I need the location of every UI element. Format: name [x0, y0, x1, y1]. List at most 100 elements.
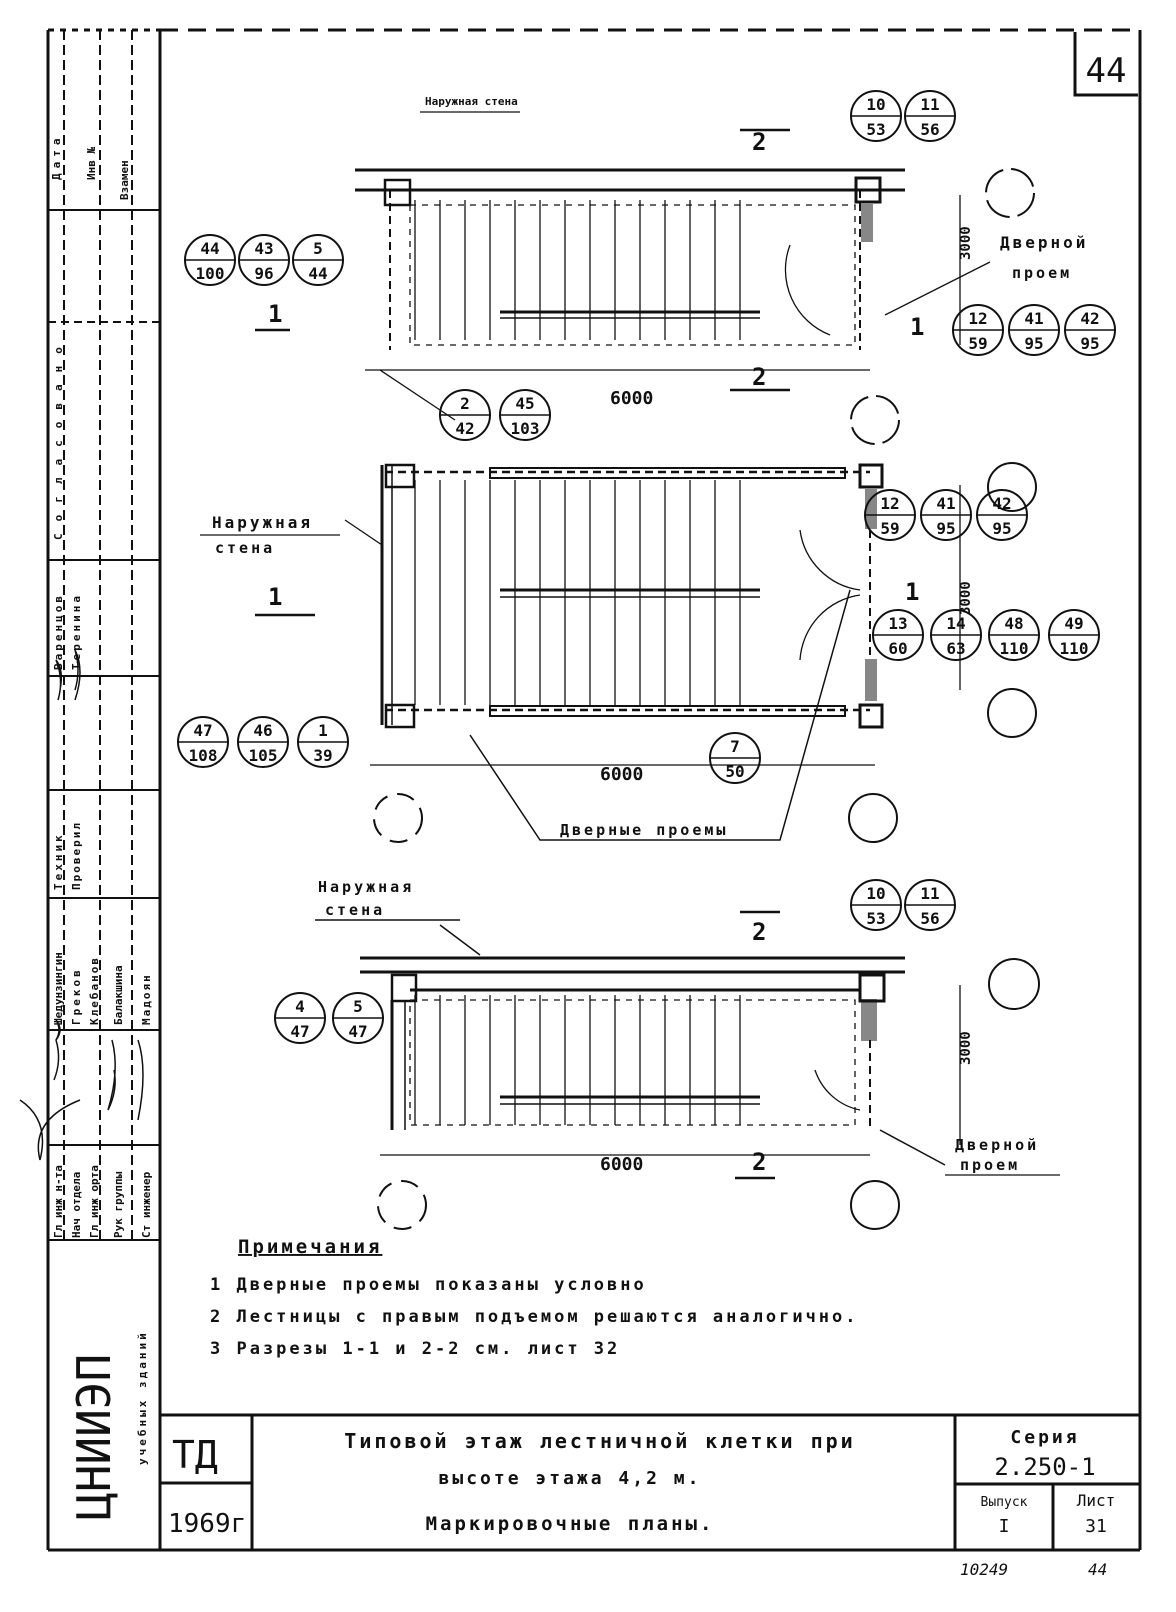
- marker-bottom: 95: [1024, 334, 1043, 353]
- marker-bottom: 42: [455, 419, 474, 438]
- marker-bottom: 110: [1000, 639, 1029, 658]
- label-doors-mid: Дверные проемы: [560, 821, 728, 839]
- section-marks: [255, 128, 790, 1180]
- org-name: ЦНИИЭП: [67, 1354, 121, 1520]
- margin-date: Дата: [50, 134, 63, 181]
- margin-role-5: Ст инженер: [140, 1171, 153, 1238]
- dim-3000-2: 3000: [958, 581, 974, 615]
- marker-top: 46: [253, 721, 272, 740]
- signatures: [19, 649, 144, 1161]
- label-door-1-a: Дверной: [1000, 233, 1088, 252]
- marker-top: 12: [968, 309, 987, 328]
- plan-2-steps: [414, 480, 741, 705]
- marker-bottom: 95: [992, 519, 1011, 538]
- marker-bottom: 60: [888, 639, 907, 658]
- dim-3000-1: 3000: [958, 226, 974, 260]
- marker-bottom: 56: [920, 909, 939, 928]
- margin-name-4: Балакшина: [112, 965, 125, 1025]
- marker-top: 1: [318, 721, 328, 740]
- marker-top: 7: [730, 737, 740, 756]
- margin-name-3: Клебанов: [88, 956, 101, 1025]
- marker-bottom: 103: [511, 419, 540, 438]
- label-outer-wall-mid-a: Наружная: [212, 513, 313, 532]
- title-line-3: Маркировочные планы.: [426, 1513, 715, 1535]
- margin-role-4: Рук группы: [112, 1171, 125, 1238]
- footer-left: 10249: [960, 1560, 1008, 1579]
- marker-bottom: 59: [968, 334, 987, 353]
- marker-top: 48: [1004, 614, 1023, 633]
- marker: 139: [297, 716, 349, 768]
- margin-role-2: Нач отдела: [70, 1172, 83, 1238]
- marker-top: 2: [460, 394, 470, 413]
- label-door-3-a: Дверной: [955, 1136, 1039, 1154]
- margin-check-1: Техник: [52, 832, 65, 890]
- dim-3000-3: 3000: [958, 1031, 974, 1065]
- plan-1-steps: [414, 200, 741, 340]
- org-sub: учебных зданий: [136, 1330, 149, 1465]
- marker-top: 14: [946, 614, 965, 633]
- label-outer-wall-top: Наружная стена: [425, 95, 518, 108]
- marker: 242: [439, 389, 491, 441]
- leader-lines: [200, 111, 1060, 1176]
- marker-top: 47: [193, 721, 212, 740]
- marker: 750: [709, 732, 761, 784]
- issue-label: Выпуск: [981, 1495, 1028, 1510]
- sheet-label: Лист: [1077, 1491, 1116, 1510]
- section-2-bot-3: 2: [752, 1148, 766, 1176]
- margin-inv: Инв №: [85, 147, 98, 180]
- marker-bottom: 105: [249, 746, 278, 765]
- margin-name-2: Греков: [70, 967, 83, 1025]
- marker-bottom: 50: [725, 762, 744, 781]
- series-label: Серия: [1010, 1427, 1079, 1448]
- plan-3: [315, 919, 946, 1166]
- marker-circles: 1053115644100439654412594195429524245103…: [177, 90, 1116, 1044]
- marker-bottom: 39: [313, 746, 332, 765]
- marker-top: 10: [866, 884, 885, 903]
- section-2-top-3: 2: [752, 918, 766, 946]
- marker-top: 43: [254, 239, 273, 258]
- td-mark: ТД: [172, 1433, 218, 1477]
- marker-top: 41: [1024, 309, 1043, 328]
- marker-bottom: 96: [254, 264, 273, 283]
- year: 1969г: [168, 1509, 246, 1539]
- sheet-value: 31: [1085, 1516, 1107, 1537]
- dim-6000-3: 6000: [600, 1154, 643, 1175]
- marker-top: 45: [515, 394, 534, 413]
- marker-bottom: 63: [946, 639, 965, 658]
- marker-bottom: 53: [866, 909, 885, 928]
- left-margin: [48, 30, 160, 1241]
- marker-top: 5: [353, 997, 363, 1016]
- dim-6000-1: 6000: [610, 388, 653, 409]
- plan-1: [355, 168, 905, 371]
- left-margin-text: Дата Инв № Взамен Согласовано Варенцов Т…: [50, 134, 153, 1239]
- marker-top: 12: [880, 494, 899, 513]
- margin-name-5: Мадоян: [140, 973, 153, 1025]
- marker-bottom: 95: [936, 519, 955, 538]
- marker: 447: [274, 992, 326, 1044]
- marker-top: 11: [920, 884, 939, 903]
- section-2-top-1: 2: [752, 128, 766, 156]
- label-outer-wall-mid-b: стена: [215, 539, 275, 557]
- marker: 544: [292, 234, 344, 286]
- issue-value: I: [999, 1516, 1010, 1537]
- section-1-left-1: 1: [268, 300, 282, 328]
- marker-top: 41: [936, 494, 955, 513]
- title-block: [160, 1413, 1140, 1550]
